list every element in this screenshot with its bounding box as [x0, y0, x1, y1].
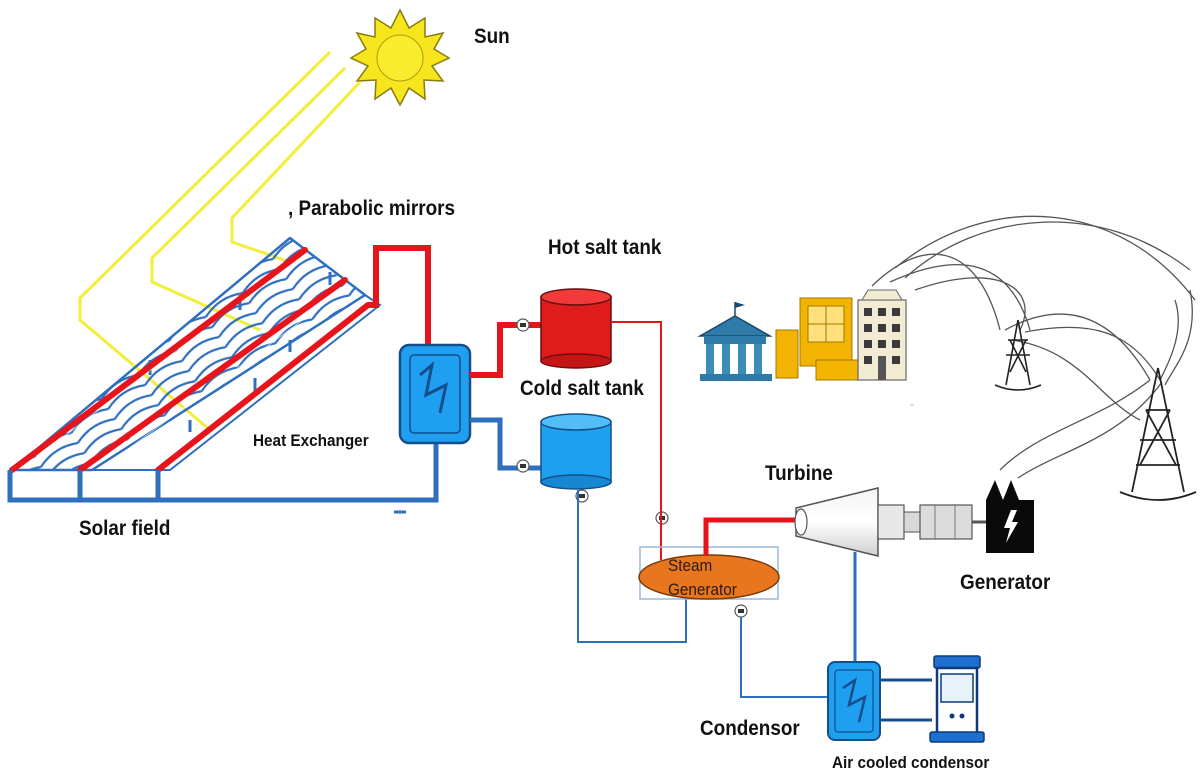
label-air-cooled-condensor: Air cooled condensor: [832, 753, 990, 772]
hx-to-cold-tank-pipe: [470, 417, 541, 471]
condensor-icon: [827, 661, 881, 741]
label-generator: Generator: [960, 571, 1051, 594]
label-steam-generator-line1: Steam: [668, 556, 713, 575]
heat-exchanger: [398, 343, 472, 445]
generator-icon: [986, 480, 1034, 553]
buildings-icon: [697, 289, 907, 381]
hot-salt-tank: [540, 288, 612, 369]
turbine-icon: [794, 487, 986, 557]
label-hot-salt-tank: Hot salt tank: [548, 236, 662, 259]
label-parabolic-mirrors: , Parabolic mirrors: [288, 197, 456, 220]
hot-absorber-tubes: [9, 247, 371, 473]
label-sun: Sun: [474, 25, 510, 48]
steam-gen-to-condensor-pipe: [740, 617, 828, 698]
cold-salt-tank: [540, 413, 612, 490]
cold-tank-return-pipe: [577, 490, 687, 643]
steam-to-turbine-pipe: [703, 517, 798, 556]
label-turbine: Turbine: [765, 462, 833, 485]
air-cooled-condensor-icon: [929, 655, 985, 743]
hot-outlet-pipe: [368, 245, 431, 345]
steam-generator: [638, 546, 780, 600]
label-condensor: Condensor: [700, 717, 800, 740]
cold-return-header: [7, 440, 439, 503]
label-cold-salt-tank: Cold salt tank: [520, 377, 644, 400]
hx-to-hot-tank-pipe: [470, 322, 541, 378]
transmission-tower-icon: [994, 319, 1042, 391]
label-solar-field: Solar field: [79, 517, 171, 540]
hot-tank-to-steam-gen-pipe: [611, 321, 662, 560]
label-steam-generator-line2: Generator: [668, 580, 737, 599]
sun-icon: [349, 8, 451, 107]
label-heat-exchanger: Heat Exchanger: [253, 431, 369, 450]
transmission-wires: [871, 215, 1196, 479]
transmission-tower-icon: [1119, 367, 1197, 501]
